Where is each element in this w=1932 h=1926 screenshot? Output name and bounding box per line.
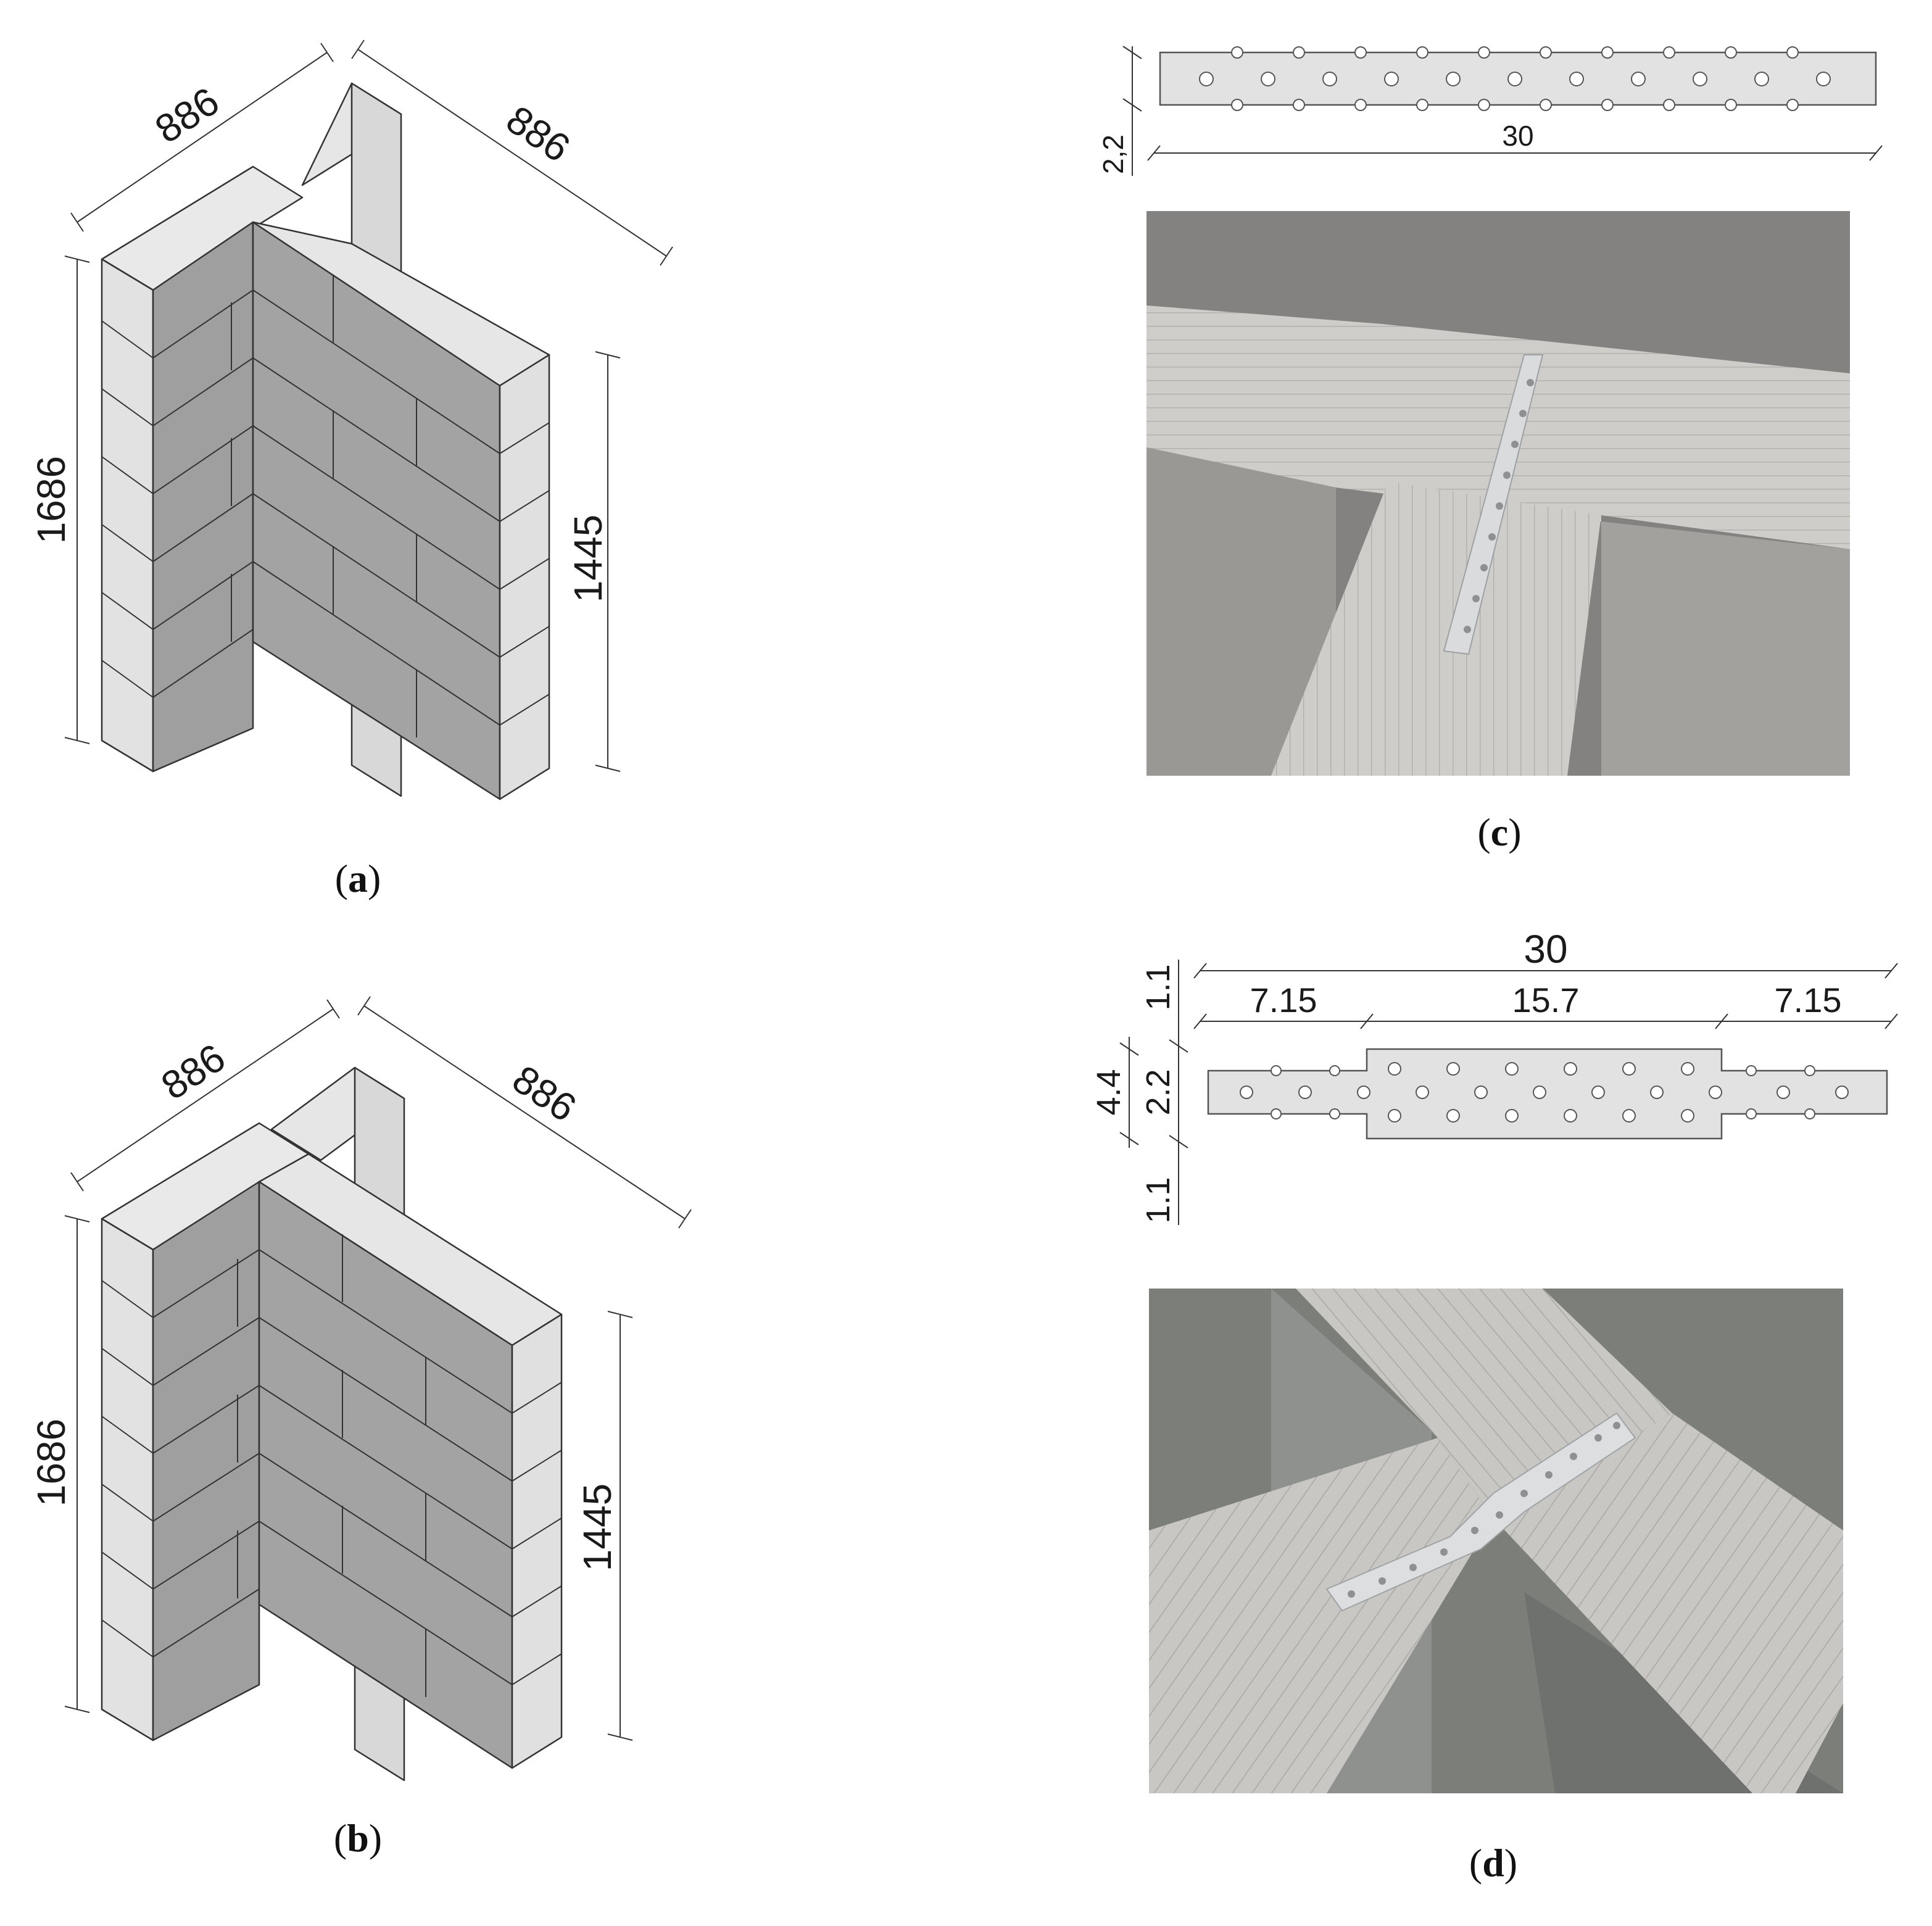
block-joints-a-right — [252, 275, 500, 737]
photo-c — [1146, 211, 1850, 776]
block-joints-a-left — [152, 289, 254, 698]
panel-d: 30 7.15 15.7 7.15 1.1 4.4 2.2 1.1 ( — [1090, 927, 1898, 1885]
dimension-lines-a — [64, 39, 673, 772]
dimension-lines-b — [64, 996, 692, 1741]
dim-bottom-offset-d: 1.1 — [1140, 1177, 1177, 1223]
photo-block-top-c — [1146, 305, 1850, 549]
dim-left-segment-d: 7.15 — [1250, 981, 1317, 1019]
panel-b: 886 886 1686 1445 (b) — [29, 996, 692, 1860]
photo-d — [1149, 1289, 1843, 1793]
left-wing-end — [101, 1218, 154, 1741]
dim-total-length-d: 30 — [1524, 927, 1567, 971]
caption-c: (c) — [1477, 810, 1521, 854]
steel-strip-drawing-d: 30 7.15 15.7 7.15 1.1 4.4 2.2 1.1 — [1090, 927, 1898, 1225]
dim-top-left-b: 886 — [154, 1035, 233, 1108]
right-wing-end — [499, 354, 550, 800]
dim-top-offset-d: 1.1 — [1140, 964, 1177, 1010]
block-joints-a-right-end — [499, 422, 550, 726]
dimension-lines-d — [1119, 960, 1898, 1225]
caption-d: (d) — [1469, 1841, 1517, 1885]
dim-height-left-b: 1686 — [29, 1419, 73, 1506]
wall-isometric-a — [101, 82, 550, 800]
photo-strip-holes-c — [1464, 379, 1534, 633]
dim-length-c: 30 — [1502, 120, 1533, 152]
wall-isometric-b — [101, 1066, 563, 1782]
left-wing-end — [101, 258, 154, 773]
dim-narrow-height-d: 2.2 — [1140, 1069, 1177, 1115]
block-joints-b-left — [152, 1249, 260, 1658]
strip-holes-d — [1240, 1062, 1849, 1123]
right-wing-end — [511, 1313, 563, 1769]
photo-block-side-right-c — [1601, 521, 1850, 776]
dimension-lines-c — [1122, 46, 1883, 176]
caption-b: (b) — [334, 1816, 382, 1860]
photo-strip-d — [1325, 1412, 1636, 1612]
photo-stem-top-c — [1271, 481, 1601, 776]
steel-strip-drawing-c: 2,2 30 — [1097, 46, 1883, 176]
left-wing-face — [152, 221, 254, 773]
photo-strip-c — [1443, 354, 1544, 655]
photo-block-side-c — [1146, 447, 1336, 776]
dim-top-right-b: 886 — [505, 1056, 584, 1130]
panel-c: 2,2 30 (c) — [1097, 46, 1883, 854]
photo-strip-holes-d — [1348, 1422, 1620, 1598]
dim-right-segment-d: 7.15 — [1775, 981, 1842, 1019]
dim-top-right-a: 886 — [499, 97, 578, 170]
caption-a: (a) — [335, 857, 381, 900]
dim-height-right-a: 1445 — [566, 515, 610, 602]
dim-middle-segment-d: 15.7 — [1512, 981, 1580, 1019]
dim-height-right-b: 1445 — [575, 1484, 620, 1571]
block-joints-b-end — [101, 1280, 154, 1658]
block-joints-a-end — [101, 320, 154, 698]
dim-height-c: 2,2 — [1097, 135, 1129, 174]
photo-wing-right-d — [1493, 1413, 1843, 1793]
strip-holes-c — [1199, 46, 1831, 111]
panel-a: 886 886 1686 1445 (a) — [29, 39, 673, 900]
strip-d — [1207, 1048, 1888, 1140]
dim-top-left-a: 886 — [147, 78, 227, 152]
dim-height-left-a: 1686 — [29, 456, 73, 544]
block-joints-b-right-end — [512, 1382, 562, 1685]
block-joints-b-right — [259, 1234, 513, 1697]
left-wing-face — [152, 1181, 260, 1741]
dim-total-height-d: 4.4 — [1090, 1069, 1127, 1115]
photo-wing-left-d — [1149, 1438, 1493, 1793]
